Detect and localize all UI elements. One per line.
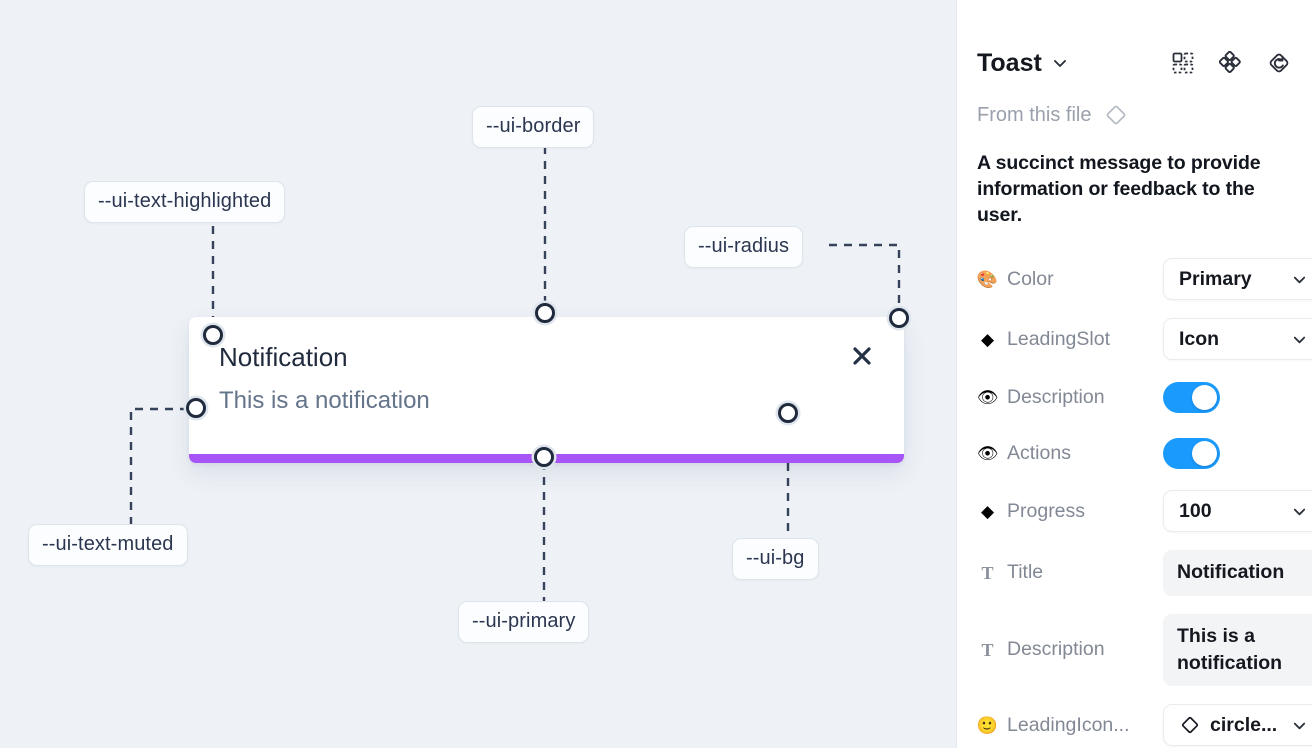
property-label-group: 👁 Description bbox=[977, 387, 1163, 408]
property-control: Notification bbox=[1163, 550, 1312, 596]
toggle-knob bbox=[1192, 440, 1217, 466]
token-pill-ui-primary[interactable]: --ui-primary bbox=[458, 601, 590, 643]
toast-preview-card[interactable]: Notification This is a notification bbox=[189, 317, 904, 463]
diamond-icon: ◆ bbox=[980, 501, 995, 521]
property-control bbox=[1163, 437, 1292, 469]
property-row-actions-toggle: 👁 Actions bbox=[977, 434, 1292, 472]
progress-select[interactable]: 100 bbox=[1163, 490, 1312, 533]
property-label-group: T Title bbox=[977, 563, 1163, 584]
property-control: Primary bbox=[1163, 258, 1312, 301]
chevron-down-icon bbox=[1292, 332, 1307, 347]
anchor-handle-text-highlighted[interactable] bbox=[203, 325, 223, 345]
property-label: Title bbox=[1007, 563, 1044, 583]
description-toggle[interactable] bbox=[1163, 381, 1220, 413]
eye-icon: 👁 bbox=[976, 443, 999, 463]
property-label-group: 🎨 Color bbox=[977, 269, 1163, 290]
panel-header: Toast bbox=[977, 32, 1292, 94]
property-label: Color bbox=[1007, 269, 1054, 290]
progress-select-value: 100 bbox=[1179, 501, 1212, 522]
token-pill-ui-text-highlighted[interactable]: --ui-text-highlighted bbox=[84, 181, 286, 223]
token-pill-ui-border[interactable]: --ui-border bbox=[472, 106, 595, 148]
diamond-icon bbox=[1179, 714, 1201, 736]
property-label-group: ◆ Progress bbox=[977, 501, 1163, 522]
description-input-value: This is a notification bbox=[1177, 624, 1283, 674]
anchor-handle-bg[interactable] bbox=[778, 403, 798, 423]
panel-header-actions bbox=[1170, 50, 1292, 76]
token-pill-ui-text-muted[interactable]: --ui-text-muted bbox=[28, 524, 188, 566]
title-input-value: Notification bbox=[1177, 561, 1285, 584]
property-control: 100 bbox=[1163, 490, 1312, 533]
smiley-icon: 🙂 bbox=[976, 715, 999, 735]
component-description: A succinct message to provide informatio… bbox=[977, 152, 1261, 227]
chevron-down-icon[interactable] bbox=[1052, 55, 1068, 71]
property-control: This is a notification bbox=[1163, 613, 1312, 687]
property-row-progress: ◆ Progress 100 bbox=[977, 490, 1312, 533]
anchor-handle-border[interactable] bbox=[535, 303, 555, 323]
anchor-handle-radius[interactable] bbox=[889, 308, 909, 328]
property-row-title: T Title Notification bbox=[977, 550, 1312, 596]
palette-icon: 🎨 bbox=[976, 269, 999, 289]
chevron-down-icon bbox=[1292, 272, 1307, 287]
chevron-down-icon bbox=[1292, 504, 1307, 519]
property-label-group: ◆ LeadingSlot bbox=[977, 329, 1163, 350]
description-input[interactable]: This is a notification bbox=[1163, 613, 1312, 687]
property-row-description-toggle: 👁 Description bbox=[977, 378, 1292, 416]
color-select-value: Primary bbox=[1179, 269, 1252, 290]
property-control bbox=[1163, 381, 1292, 413]
panel-title: Toast bbox=[977, 48, 1042, 77]
property-control: Icon bbox=[1163, 318, 1312, 361]
property-row-leadingicon: 🙂 LeadingIcon... circle... bbox=[977, 704, 1312, 747]
property-label: LeadingSlot bbox=[1007, 329, 1111, 350]
from-this-file-label: From this file bbox=[977, 104, 1092, 126]
text-icon: T bbox=[981, 639, 994, 660]
leadingslot-select-value: Icon bbox=[1179, 329, 1220, 350]
reset-instance-icon[interactable] bbox=[1266, 50, 1292, 76]
anchor-handle-text-muted[interactable] bbox=[186, 398, 206, 418]
actions-toggle[interactable] bbox=[1163, 437, 1220, 469]
property-label: LeadingIcon... bbox=[1007, 715, 1130, 736]
eye-icon: 👁 bbox=[976, 387, 999, 407]
color-select[interactable]: Primary bbox=[1163, 258, 1312, 301]
toggle-knob bbox=[1192, 384, 1217, 410]
diamond-icon: ◆ bbox=[980, 329, 995, 349]
toast-content: Notification This is a notification bbox=[189, 317, 904, 463]
leadingslot-select[interactable]: Icon bbox=[1163, 318, 1312, 361]
property-label: Description bbox=[1007, 387, 1105, 408]
property-label-group: 👁 Actions bbox=[977, 443, 1163, 464]
diamond-icon bbox=[1103, 102, 1129, 128]
from-this-file[interactable]: From this file bbox=[977, 102, 1292, 128]
leadingicon-select-value: circle... bbox=[1210, 715, 1278, 736]
close-icon[interactable] bbox=[848, 342, 876, 370]
property-label-group: T Description bbox=[977, 639, 1163, 660]
design-canvas[interactable]: Notification This is a notification --ui… bbox=[0, 0, 956, 748]
property-label: Actions bbox=[1007, 443, 1071, 464]
property-row-leadingslot: ◆ LeadingSlot Icon bbox=[977, 318, 1312, 361]
property-row-description-text: T Description This is a notification bbox=[977, 613, 1312, 687]
property-label: Progress bbox=[1007, 501, 1086, 522]
toast-title: Notification bbox=[219, 342, 348, 372]
toast-description: This is a notification bbox=[219, 386, 430, 414]
token-pill-ui-radius[interactable]: --ui-radius bbox=[684, 226, 804, 268]
property-row-color: 🎨 Color Primary bbox=[977, 258, 1312, 301]
property-list: 🎨 Color Primary ◆ LeadingSlot bbox=[977, 258, 1312, 747]
text-icon: T bbox=[981, 563, 994, 584]
leadingicon-select[interactable]: circle... bbox=[1163, 704, 1312, 747]
token-pill-ui-bg[interactable]: --ui-bg bbox=[732, 538, 819, 580]
anchor-handle-primary[interactable] bbox=[534, 447, 554, 467]
property-label: Description bbox=[1007, 640, 1105, 660]
title-input[interactable]: Notification bbox=[1163, 550, 1312, 596]
property-control: circle... bbox=[1163, 704, 1312, 747]
variants-icon[interactable] bbox=[1218, 50, 1244, 76]
chevron-down-icon bbox=[1292, 718, 1307, 733]
property-label-group: 🙂 LeadingIcon... bbox=[977, 715, 1163, 736]
properties-panel: Toast bbox=[956, 0, 1312, 748]
component-set-icon[interactable] bbox=[1170, 50, 1196, 76]
